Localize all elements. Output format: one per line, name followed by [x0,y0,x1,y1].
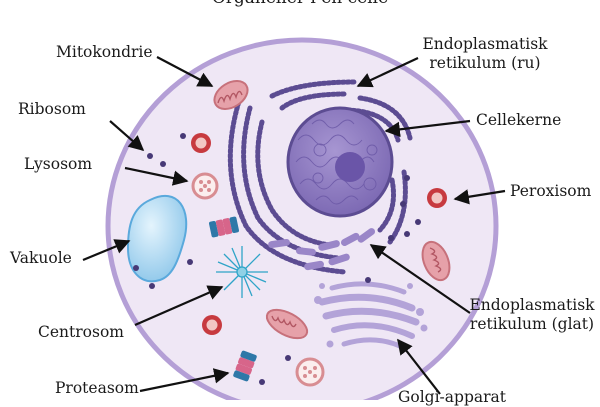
label-peroxisome: Peroxisom [510,182,592,200]
lysosome [295,357,325,387]
smooth-er [268,228,376,271]
label-golgi: Golgi-apparat [398,388,506,406]
label-proteasome: Proteasom [55,379,139,397]
proteasome [233,350,257,382]
mitochondrion [213,80,249,110]
label-smooth-er-line2: retikulum (glat) [469,315,595,333]
label-rough-er-line1: Endoplasmatisk [422,35,548,53]
vacuole [126,194,188,283]
proteasome [209,216,239,238]
lysosome [191,172,219,200]
label-rough-er: Endoplasmatisk retikulum (ru) [418,35,552,73]
centrosome [216,246,268,298]
mitochondrion [421,240,451,282]
nucleolus [335,152,365,182]
peroxisome [191,133,211,153]
label-vacuole: Vakuole [10,249,72,267]
peroxisome [427,188,447,208]
diagram-title: Organeller i en celle [150,0,450,8]
label-centrosome: Centrosom [38,323,124,341]
mitochondrion [265,308,309,340]
leader-arrows [82,56,506,395]
ribosome [133,133,421,385]
label-mitochondrion: Mitokondrie [56,43,153,61]
nucleus [286,106,394,218]
label-lysosome: Lysosom [24,155,93,173]
label-rough-er-line2: retikulum (ru) [429,54,541,72]
peroxisome [202,315,222,335]
label-nucleus: Cellekerne [476,111,562,129]
label-smooth-er-line1: Endoplasmatisk [469,296,595,314]
label-ribosome: Ribosom [18,100,86,118]
label-smooth-er: Endoplasmatisk retikulum (glat) [464,296,600,334]
